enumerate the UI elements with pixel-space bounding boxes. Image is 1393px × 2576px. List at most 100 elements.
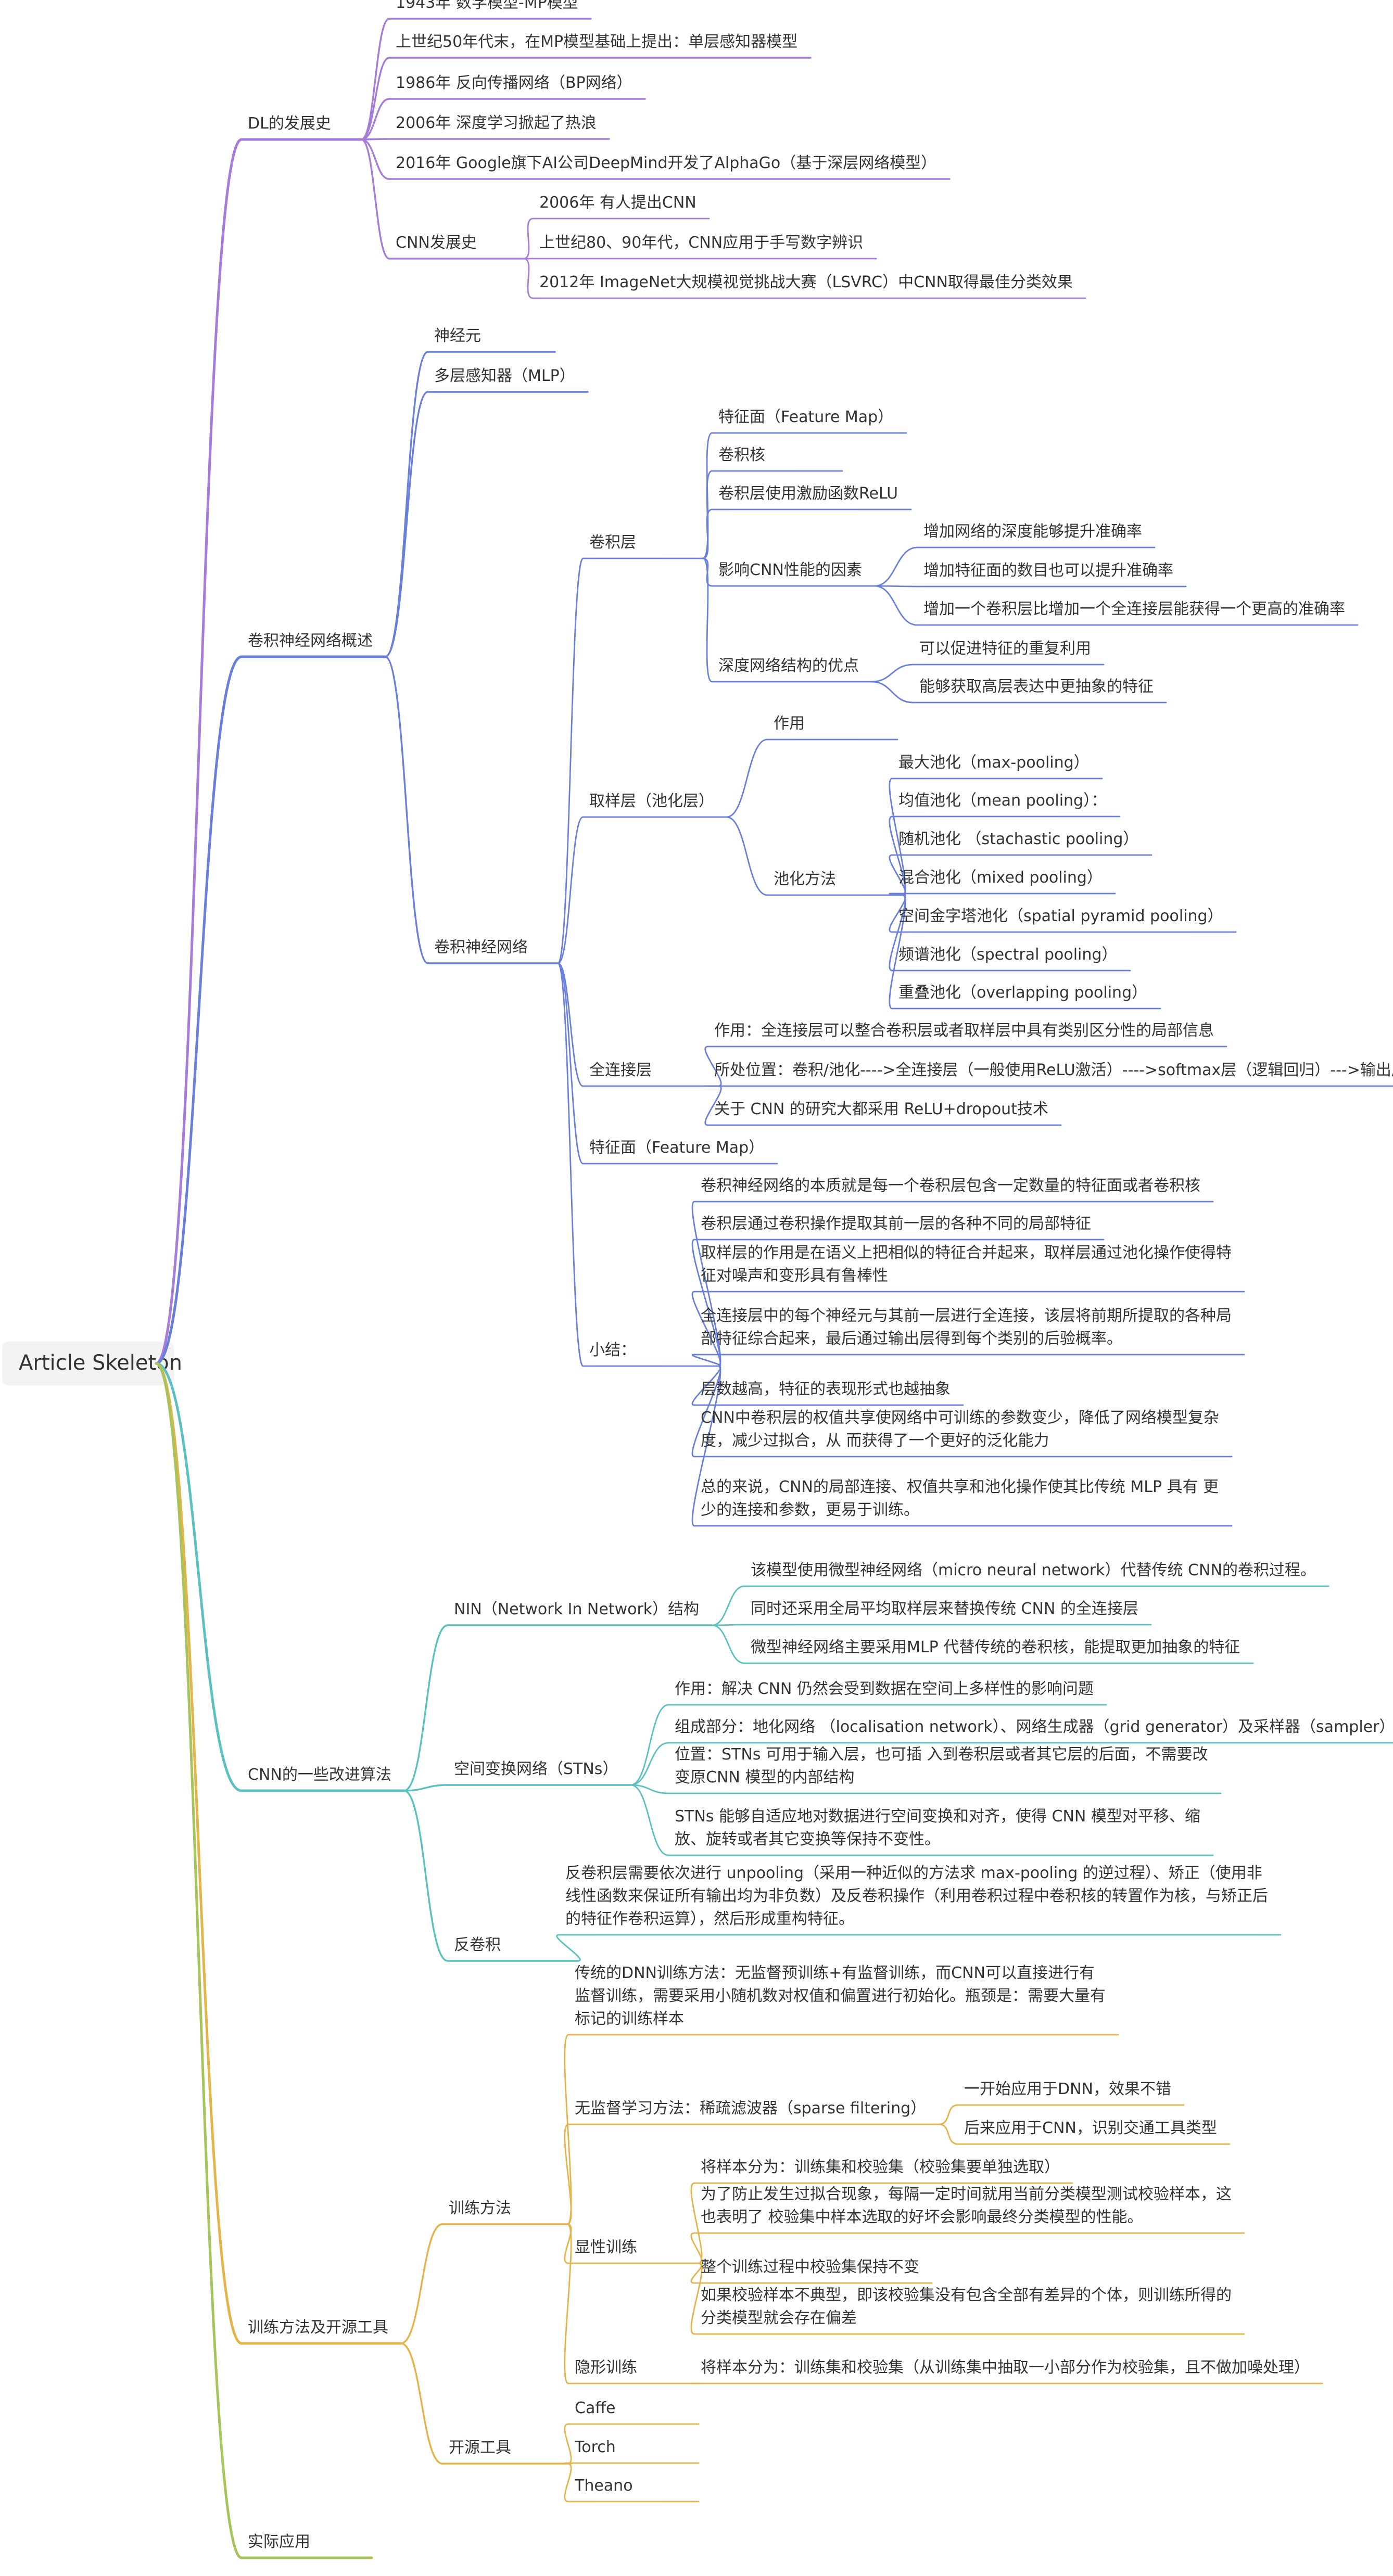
node-0-1-50-mp[interactable]: 上世纪50年代末，在MP模型基础上提出：单层感知器模型 <box>396 33 798 51</box>
node-3-0-0-dnn-cnn-line1[interactable]: 传统的DNN训练方法：无监督预训练+有监督训练，而CNN可以直接进行有 <box>575 1964 1095 1982</box>
node-1-2-4-3-cn-line1[interactable]: 全连接层中的每个神经元与其前一层进行全连接，该层将前期所提取的各种局 <box>701 1307 1232 1325</box>
node-3-0-2-0-cn[interactable]: 将样本分为：训练集和校验集（校验集要单独选取） <box>701 2158 1060 2176</box>
node-3-0-3-0-cn[interactable]: 将样本分为：训练集和校验集（从训练集中抽取一小部分作为校验集，且不做加噪处理） <box>701 2358 1310 2377</box>
node-1-2-1-1-2-stachastic-pooling[interactable]: 随机池化 （stachastic pooling） <box>898 830 1139 848</box>
node-4-cn[interactable]: 实际应用 <box>248 2533 310 2551</box>
node-3-1-cn[interactable]: 开源工具 <box>449 2439 511 2457</box>
node-0-4-2016-google-ai-deepmind-alphago[interactable]: 2016年 Google旗下AI公司DeepMind开发了AlphaGo（基于深… <box>396 154 937 172</box>
node-0-5-cnn[interactable]: CNN发展史 <box>396 234 477 252</box>
node-2-2-0-unpooling-max-pooling-line3[interactable]: 的特征作卷积运算），然后形成重构特征。 <box>565 1910 854 1928</box>
connector-2-2-0 <box>556 1934 581 1962</box>
node-3-1-2-theano[interactable]: Theano <box>575 2477 633 2495</box>
node-1-2-4-3-cn-line2[interactable]: 部特征综合起来，最后通过输出层得到每个类别的后验概率。 <box>701 1330 1122 1348</box>
node-1-2-0-3-0-cn[interactable]: 增加网络的深度能够提升准确率 <box>923 522 1142 541</box>
node-0-3-2006[interactable]: 2006年 深度学习掀起了热浪 <box>396 114 597 132</box>
node-1-2-cn[interactable]: 卷积神经网络 <box>434 938 528 957</box>
node-2-1-1-localisation-network-grid-generator-sampler[interactable]: 组成部分：地化网络 （localisation network）、网络生成器（g… <box>675 1718 1393 1736</box>
node-3-0-2-1-cn-line2[interactable]: 也表明了 校验集中样本选取的好坏会影响最终分类模型的性能。 <box>701 2208 1143 2226</box>
node-3-0-cn[interactable]: 训练方法 <box>449 2199 511 2217</box>
node-3-1-0-caffe[interactable]: Caffe <box>575 2399 616 2417</box>
node-1-2-2-1-relu-softmax[interactable]: 所处位置：卷积/池化---->全连接层（一般使用ReLU激活）---->soft… <box>714 1061 1393 1079</box>
node-1-2-0-3-1-cn[interactable]: 增加特征面的数目也可以提升准确率 <box>923 562 1173 580</box>
node-2-cnn[interactable]: CNN的一些改进算法 <box>248 1766 391 1784</box>
connector-1-2-4-6 <box>691 1365 721 1527</box>
connector-3 <box>155 1362 243 2345</box>
node-3-0-3-cn[interactable]: 隐形训练 <box>575 2358 637 2377</box>
node-3-0-2-3-cn-line2[interactable]: 分类模型就会存在偏差 <box>701 2309 857 2327</box>
node-3-0-1-0-dnn[interactable]: 一开始应用于DNN，效果不错 <box>964 2080 1171 2098</box>
node-1-2-1-0-cn[interactable]: 作用 <box>774 715 805 733</box>
node-1-2-4-6-cnn-mlp-line2[interactable]: 少的连接和参数，更易于训练。 <box>701 1501 919 1519</box>
node-0-0-1943-mp[interactable]: 1943年 数学模型-MP模型 <box>396 0 578 12</box>
node-1-2-4-2-cn-line2[interactable]: 征对噪声和变形具有鲁棒性 <box>701 1267 888 1285</box>
node-1-2-4-5-cnn-line2[interactable]: 度，减少过拟合，从 而获得了一个更好的泛化能力 <box>701 1432 1049 1450</box>
node-1-2-0-3-2-cn[interactable]: 增加一个卷积层比增加一个全连接层能获得一个更高的准确率 <box>923 600 1345 618</box>
node-3-cn[interactable]: 训练方法及开源工具 <box>248 2318 388 2337</box>
node-2-1-2-stns-line2[interactable]: 变原CNN 模型的内部结构 <box>675 1768 855 1787</box>
node-1-2-4-6-cnn-mlp-line1[interactable]: 总的来说，CNN的局部连接、权值共享和池化操作使其比传统 MLP 具有 更 <box>701 1478 1219 1496</box>
node-1-2-0-2-relu[interactable]: 卷积层使用激励函数ReLU <box>718 484 898 503</box>
node-1-2-4-4-cn[interactable]: 层数越高，特征的表现形式也越抽象 <box>701 1380 951 1398</box>
node-2-2-cn[interactable]: 反卷积 <box>454 1936 501 1954</box>
node-1-2-0-1-cn[interactable]: 卷积核 <box>718 446 765 464</box>
node-1-2-2-0-cn[interactable]: 作用：全连接层可以整合卷积层或者取样层中具有类别区分性的局部信息 <box>714 1022 1214 1040</box>
node-1-2-2-cn[interactable]: 全连接层 <box>589 1061 652 1079</box>
node-1-2-2-2-cnn-relu-dropout[interactable]: 关于 CNN 的研究大都采用 ReLU+dropout技术 <box>714 1100 1048 1118</box>
node-1-0-cn[interactable]: 神经元 <box>434 327 481 345</box>
node-1-2-0-4-cn[interactable]: 深度网络结构的优点 <box>718 657 859 675</box>
node-1-2-0-4-0-cn[interactable]: 可以促进特征的重复利用 <box>919 640 1091 658</box>
node-1-2-0-cn[interactable]: 卷积层 <box>589 533 636 552</box>
node-1-2-1-1-3-mixed-pooling[interactable]: 混合池化（mixed pooling） <box>898 869 1103 887</box>
node-2-1-3-stns-cnn-line1[interactable]: STNs 能够自适应地对数据进行空间变换和对齐，使得 CNN 模型对平移、缩 <box>675 1807 1200 1826</box>
node-1-cn[interactable]: 卷积神经网络概述 <box>248 632 373 650</box>
node-2-2-0-unpooling-max-pooling-line1[interactable]: 反卷积层需要依次进行 unpooling（采用一种近似的方法求 max-pool… <box>565 1864 1262 1882</box>
node-1-2-4-5-cnn-line1[interactable]: CNN中卷积层的权值共享使网络中可训练的参数变少，降低了网络模型复杂 <box>701 1409 1219 1427</box>
root-node-label[interactable]: Article Skeleton <box>19 1351 183 1375</box>
node-2-0-1-cnn[interactable]: 同时还采用全局平均取样层来替换传统 CNN 的全连接层 <box>751 1600 1138 1618</box>
node-1-2-4-0-cn[interactable]: 卷积神经网络的本质就是每一个卷积层包含一定数量的特征面或者卷积核 <box>701 1177 1200 1195</box>
node-1-2-0-3-cnn[interactable]: 影响CNN性能的因素 <box>718 561 862 579</box>
node-1-2-4-2-cn-line1[interactable]: 取样层的作用是在语义上把相似的特征合并起来，取样层通过池化操作使得特 <box>701 1244 1232 1262</box>
node-3-0-2-cn[interactable]: 显性训练 <box>575 2238 637 2256</box>
node-0-5-0-2006-cnn[interactable]: 2006年 有人提出CNN <box>539 194 696 212</box>
node-0-dl[interactable]: DL的发展史 <box>248 114 331 133</box>
node-3-0-1-1-cnn[interactable]: 后来应用于CNN，识别交通工具类型 <box>964 2119 1217 2137</box>
node-2-1-2-stns-line1[interactable]: 位置：STNs 可用于输入层，也可插 入到卷积层或者其它层的后面，不需要改 <box>675 1745 1208 1764</box>
connector-1-2-0-4 <box>702 557 713 683</box>
node-0-2-1986-bp[interactable]: 1986年 反向传播网络（BP网络） <box>396 74 632 92</box>
node-3-0-2-2-cn[interactable]: 整个训练过程中校验集保持不变 <box>701 2258 919 2276</box>
node-2-0-nin-network-in-network[interactable]: NIN（Network In Network）结构 <box>454 1600 700 1618</box>
node-1-2-4-1-cn[interactable]: 卷积层通过卷积操作提取其前一层的各种不同的局部特征 <box>701 1215 1091 1233</box>
node-1-2-0-0-feature-map[interactable]: 特征面（Feature Map） <box>718 408 894 426</box>
node-1-2-1-1-6-overlapping-pooling[interactable]: 重叠池化（overlapping pooling） <box>898 984 1148 1002</box>
connector-0-1 <box>360 57 390 141</box>
node-3-0-2-3-cn-line1[interactable]: 如果校验样本不典型，即该校验集没有包含全部有差异的个体，则训练所得的 <box>701 2286 1232 2304</box>
node-1-2-4-cn[interactable]: 小结： <box>589 1341 636 1359</box>
node-1-1-mlp[interactable]: 多层感知器（MLP） <box>434 367 575 385</box>
node-2-0-2-mlp[interactable]: 微型神经网络主要采用MLP 代替传统的卷积核，能提取更加抽象的特征 <box>751 1638 1240 1656</box>
node-1-2-3-feature-map[interactable]: 特征面（Feature Map） <box>589 1139 765 1157</box>
node-0-5-1-80-90-cnn[interactable]: 上世纪80、90年代，CNN应用于手写数字辨识 <box>539 234 864 252</box>
node-2-1-stns[interactable]: 空间变换网络（STNs） <box>454 1760 618 1778</box>
node-1-2-1-1-5-spectral-pooling[interactable]: 频谱池化（spectral pooling） <box>898 946 1118 964</box>
node-0-5-2-2012-imagenet-lsvrc-cnn[interactable]: 2012年 ImageNet大规模视觉挑战大赛（LSVRC）中CNN取得最佳分类… <box>539 273 1073 291</box>
node-3-0-2-1-cn-line1[interactable]: 为了防止发生过拟合现象，每隔一定时间就用当前分类模型测试校验样本，这 <box>701 2185 1232 2203</box>
root-node-box[interactable] <box>2 1342 174 1385</box>
node-1-2-1-cn[interactable]: 取样层（池化层） <box>589 792 714 810</box>
node-1-2-1-1-0-max-pooling[interactable]: 最大池化（max-pooling） <box>898 754 1090 772</box>
node-1-2-1-1-cn[interactable]: 池化方法 <box>774 870 836 888</box>
connector-3-0-3 <box>564 2223 572 2384</box>
node-2-0-0-micro-neural-network-cnn[interactable]: 该模型使用微型神经网络（micro neural network）代替传统 CN… <box>751 1561 1316 1579</box>
connector-3-0-1-1 <box>938 2123 959 2145</box>
node-1-2-0-4-1-cn[interactable]: 能够获取高层表达中更抽象的特征 <box>919 678 1154 696</box>
node-2-1-0-cnn[interactable]: 作用：解决 CNN 仍然会受到数据在空间上多样性的影响问题 <box>675 1680 1094 1698</box>
node-3-0-0-dnn-cnn-line2[interactable]: 监督训练，需要采用小随机数对权值和偏置进行初始化。瓶颈是：需要大量有 <box>575 1987 1106 2005</box>
node-3-1-1-torch[interactable]: Torch <box>575 2438 616 2456</box>
node-3-0-0-dnn-cnn-line3[interactable]: 标记的训练样本 <box>575 2010 684 2028</box>
connector-1-2-2-2 <box>704 1085 722 1126</box>
node-1-2-1-1-1-mean-pooling[interactable]: 均值池化（mean pooling）： <box>898 792 1107 810</box>
node-2-1-3-stns-cnn-line2[interactable]: 放、旋转或者其它变换等保持不变性。 <box>675 1830 940 1848</box>
node-3-0-1-sparse-filtering[interactable]: 无监督学习方法：稀疏滤波器（sparse filtering） <box>575 2099 927 2118</box>
node-2-2-0-unpooling-max-pooling-line2[interactable]: 线性函数来保证所有输出均为非负数）及反卷积操作（利用卷积过程中卷积核的转置作为核… <box>565 1887 1268 1905</box>
node-1-2-1-1-4-spatial-pyramid-pooling[interactable]: 空间金字塔池化（spatial pyramid pooling） <box>898 907 1223 925</box>
